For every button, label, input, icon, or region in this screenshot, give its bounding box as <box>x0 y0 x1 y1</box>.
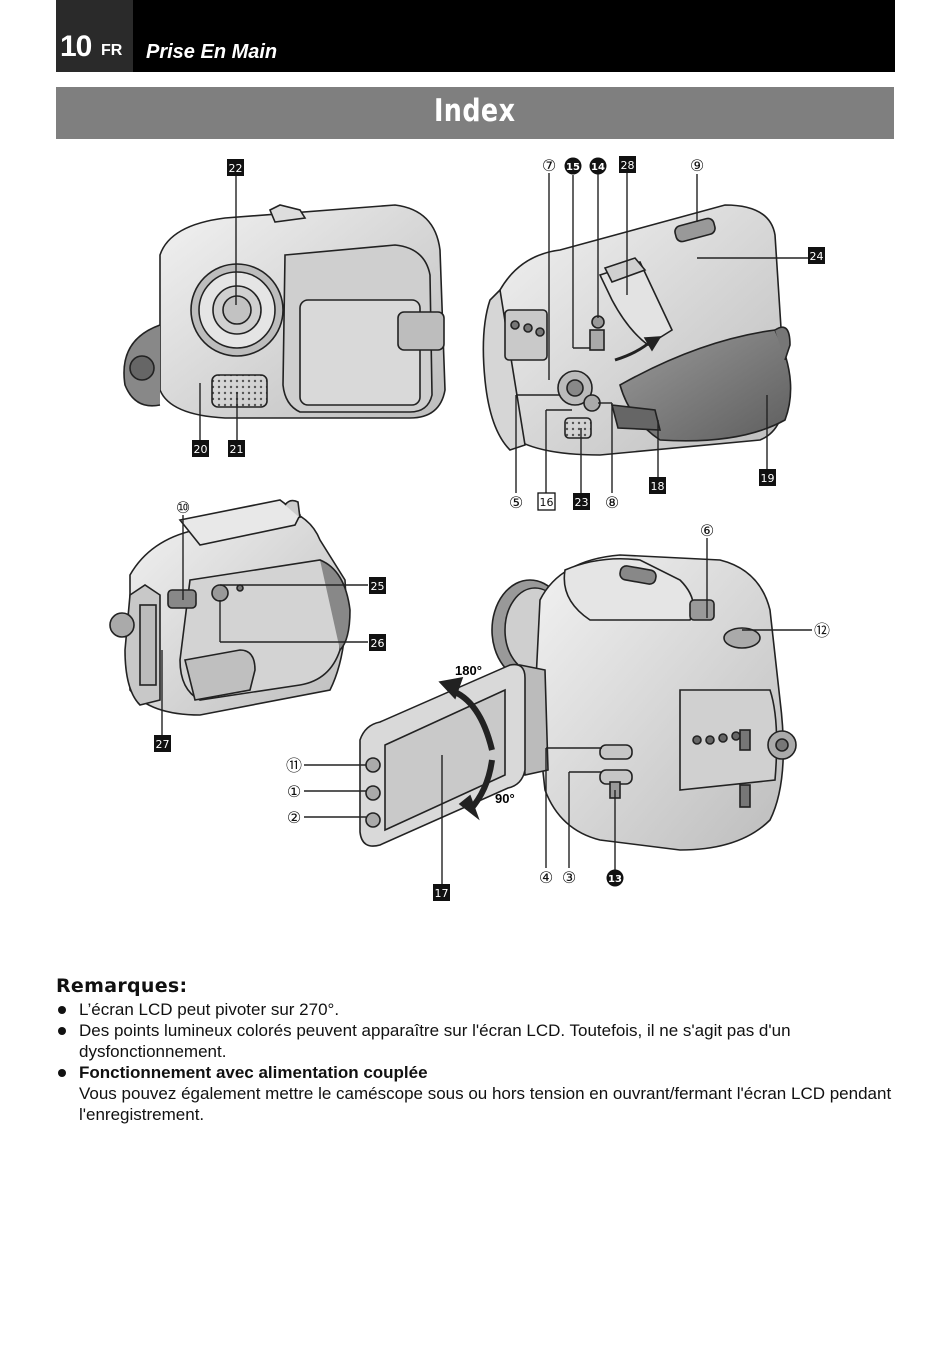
page-header: 10 FR Prise En Main <box>56 0 895 72</box>
callout-13: 13 <box>608 874 622 885</box>
bullet-icon <box>58 1069 66 1077</box>
rear-view-camcorder <box>482 204 792 456</box>
front-view-camcorder <box>123 204 446 419</box>
callout-23: 23 <box>575 496 589 509</box>
remarks-section: Remarques: L’écran LCD peut pivoter sur … <box>56 975 906 1125</box>
callout-22: 22 <box>229 162 243 175</box>
power-mode-title: Fonctionnement avec alimentation couplée <box>79 1063 428 1082</box>
callout-9: ⑨ <box>690 156 704 175</box>
lcd-open-camcorder <box>359 554 797 851</box>
callout-3: ③ <box>562 868 576 887</box>
callout-1: ① <box>287 782 301 801</box>
callout-26: 26 <box>371 637 385 650</box>
callout-5: ⑤ <box>509 493 523 512</box>
callout-21: 21 <box>230 443 244 456</box>
callout-17: 17 <box>435 887 449 900</box>
bullet-icon <box>58 1006 66 1014</box>
language-code: FR <box>101 42 123 59</box>
bullet-icon <box>58 1027 66 1035</box>
callout-25: 25 <box>371 580 385 593</box>
callout-11: ⑪ <box>286 756 302 775</box>
index-title-bar: Index <box>56 87 894 139</box>
callout-14: 14 <box>591 162 605 173</box>
callout-6: ⑥ <box>700 521 714 540</box>
section-title: Prise En Main <box>146 41 278 63</box>
angle-label-90: 90° <box>495 791 515 806</box>
bottom-view-camcorder <box>109 499 351 716</box>
list-item: Des points lumineux colorés peuvent appa… <box>56 1020 906 1062</box>
callout-2: ② <box>287 808 301 827</box>
callout-12: ⑫ <box>814 621 830 640</box>
remark-text: Des points lumineux colorés peuvent appa… <box>79 1021 791 1061</box>
callout-28: 28 <box>621 159 635 172</box>
callout-16: 16 <box>540 496 554 509</box>
callout-27: 27 <box>156 738 170 751</box>
callout-19: 19 <box>761 472 775 485</box>
remarks-heading: Remarques: <box>56 975 188 997</box>
camcorder-illustrations: 180° 90° ⑦ ⑨ ⑩ ⑤ ⑧ ⑥ ⑫ ⑪ ① ② ④ ③ 15 14 1… <box>109 156 830 901</box>
callout-10: ⑩ <box>176 498 190 517</box>
callout-20: 20 <box>194 443 208 456</box>
page-title: Index <box>434 93 516 129</box>
remark-text: L’écran LCD peut pivoter sur 270°. <box>79 1000 340 1019</box>
remarks-list: L’écran LCD peut pivoter sur 270°. Des p… <box>56 999 906 1125</box>
list-item: L’écran LCD peut pivoter sur 270°. <box>56 999 906 1020</box>
callout-8: ⑧ <box>605 493 619 512</box>
angle-label-180: 180° <box>455 663 482 678</box>
power-mode-text: Vous pouvez également mettre le caméscop… <box>79 1084 892 1124</box>
callout-18: 18 <box>651 480 665 493</box>
callout-24: 24 <box>810 250 824 263</box>
callout-4: ④ <box>539 868 553 887</box>
list-item: Fonctionnement avec alimentation couplée… <box>56 1062 906 1125</box>
callout-15: 15 <box>566 162 580 173</box>
page-number: 10 <box>60 30 92 63</box>
callout-7: ⑦ <box>542 156 556 175</box>
page-number-box: 10 FR <box>56 0 133 72</box>
